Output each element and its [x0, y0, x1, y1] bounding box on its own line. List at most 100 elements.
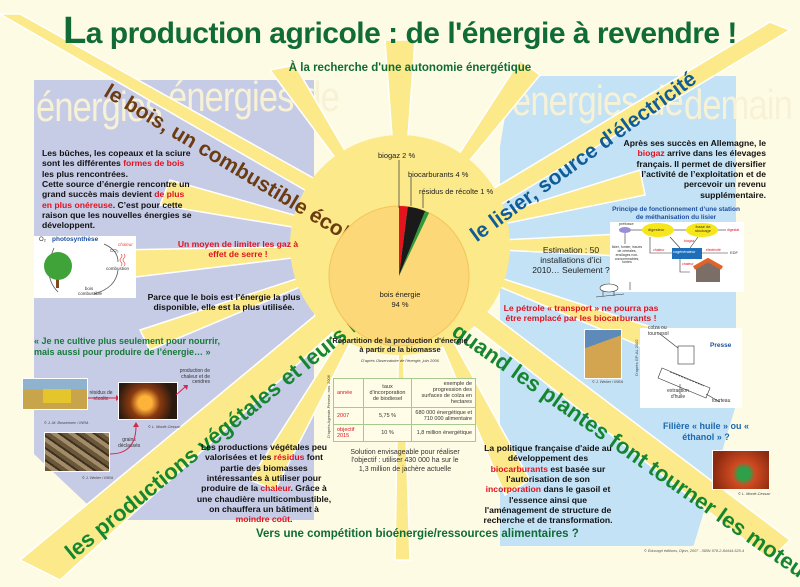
bois-combustible-label: bois combustible — [78, 286, 103, 296]
table-row: 2007 5,75 % 680 000 énergétique et 710 0… — [333, 407, 476, 425]
footer-question: Vers une compétition bioénergie/ressourc… — [256, 528, 579, 540]
plantes-text-d: incorporation — [485, 484, 542, 495]
bois-text-1c: les plus rencontrées. — [42, 168, 128, 179]
credit-fuel-pump: © L. Monié-Cessac — [738, 492, 771, 496]
digestat-label: digestat — [727, 228, 740, 232]
bois-text-1b: formes de bois — [123, 158, 185, 169]
pie-label-biocarburants: biocarburants 4 % — [408, 170, 469, 179]
table-cell: 2007 — [333, 407, 364, 425]
page-subtitle: À la recherche d'une autonomie énergétiq… — [288, 62, 532, 74]
residus-recolte-label: résidus de récolte — [89, 390, 113, 402]
biocarburants-policy-paragraph: La politique française d'aide au dévelop… — [482, 443, 614, 526]
prod-text-a: Les productions végétales peu valorisées… — [200, 442, 328, 463]
prod-text-b: résidus — [273, 452, 305, 463]
plantes-text-a: La politique française d'aide au dévelop… — [484, 443, 612, 464]
table-header-annee: année — [333, 378, 364, 408]
table-cell: objectif 2015 — [333, 424, 364, 442]
bois-text-2c: . C’est pour cette raison que les nouvel… — [42, 199, 192, 231]
lisier-text-a: Après ses succès en Allemagne, le — [623, 138, 766, 148]
grains-photo — [44, 432, 110, 472]
grain-flow-photo — [584, 329, 622, 379]
gaz-effet-serre-note: Un moyen de limiter les gaz à effet de s… — [177, 239, 299, 260]
pie-label-bois: bois énergie — [379, 290, 421, 299]
pie-slice-residus — [399, 211, 430, 276]
credit-boiler: © L. Monié-Cessac — [148, 425, 181, 429]
right-panel-background — [500, 76, 736, 546]
table-cell: 1,8 million énergétique — [411, 424, 476, 442]
biogaz-label: biogaz — [684, 239, 695, 243]
edf-label: EDF — [730, 250, 738, 255]
o2-label: O₂ — [39, 237, 46, 243]
grains-declasses-label: grains déclassés — [118, 437, 141, 449]
chaleur-label: chaleur — [118, 242, 133, 247]
lisier-text-b: biogaz — [637, 148, 665, 159]
lisier-text-c: arrive dans les élevages français. Il pe… — [636, 148, 766, 200]
methanisation-arrows — [619, 223, 728, 290]
production-chaleur-label: production de chaleur et de cendres — [179, 368, 210, 385]
boiler-fire-photo — [118, 382, 178, 420]
bois-text-2b: de plus en plus onéreuse — [42, 189, 185, 210]
chaleur-label-2: chaleur — [682, 262, 694, 266]
biodiesel-table: année taux d'incorporation de biodiesel … — [333, 378, 476, 442]
pie-chart-source: D'après Observatoire de l'énergie, juin … — [361, 358, 439, 363]
table-header-taux: taux d'incorporation de biodiesel — [363, 378, 412, 408]
productions-paragraph: Les productions végétales peu valorisées… — [194, 442, 334, 525]
prod-text-f: moindre coût — [235, 514, 291, 525]
press-illustration — [657, 333, 721, 403]
fosse-stockage-label: fosse de stockage — [694, 224, 711, 233]
combine-harvester-photo — [22, 378, 88, 410]
photosynthese-label: photosynthèse — [52, 236, 99, 243]
credit-grain-flow: © J. Weber / INRA — [592, 380, 624, 384]
farmer-quote: « Je ne cultive plus seulement pour nour… — [34, 336, 221, 358]
bois-text-1a: Les bûches, les copeaux et la sciure son… — [42, 148, 191, 169]
fuel-pump-photo — [712, 450, 770, 490]
prod-text-c: font partie des biomasses intéressantes … — [201, 452, 323, 494]
prod-text-e: . Grâce à une chaudière multicombustible… — [196, 483, 332, 514]
estimation-note: Estimation : 50 installations d’ici 2010… — [532, 245, 610, 275]
extraction-label: extraction d'huile — [667, 388, 689, 400]
disponibilite-note: Parce que le bois est l’énergie la plus … — [147, 292, 301, 313]
lisier-paragraph: Après ses succès en Allemagne, le biogaz… — [620, 138, 766, 200]
jachere-solution-note: Solution envisageable pour réaliser l'ob… — [350, 449, 460, 473]
methanisation-diagram: préfosse digesteur fosse de stockage dig… — [610, 222, 744, 292]
presse-title: Presse — [710, 342, 732, 349]
chaleur-label-1: chaleur — [653, 248, 665, 252]
carbon-cycle-diagram: O₂ photosynthèse CO₂ chaleur combustion … — [34, 236, 136, 298]
press-diagram: colza ou tournesol Presse extraction d'h… — [640, 325, 742, 408]
page-title: La production agricole : de l'énergie à … — [0, 10, 800, 53]
plantes-text-b: biocarburants — [490, 463, 548, 474]
cow-illustration — [595, 282, 625, 298]
pie-chart-title: Répartition de la production d'énergie à… — [332, 336, 468, 354]
pie-label-bois-pct: 94 % — [391, 300, 409, 309]
table-row: objectif 2015 10 % 1,8 million énergétiq… — [333, 424, 476, 442]
prod-text-g: . — [290, 514, 293, 525]
arrow-grains — [110, 422, 139, 455]
digesteur-label: digesteur — [648, 227, 665, 232]
arrow-production — [176, 385, 188, 396]
table-header-surfaces: exemple de progression des surfaces de c… — [411, 378, 476, 408]
cow-icon — [595, 283, 625, 298]
electricite-label: électricité — [706, 248, 721, 252]
petrole-note: Le pétrole « transport » ne pourra pas ê… — [503, 303, 659, 324]
credit-harvester: © J.-M. Bossennec / INRA — [44, 421, 89, 425]
press-credit-wrap: D'après GP-AL 2002 — [634, 336, 640, 376]
carbon-cycle-arrows — [44, 243, 126, 295]
title-rest: a production agricole : de l'énergie à r… — [85, 17, 738, 50]
press-credit: D'après GP-AL 2002 — [634, 339, 639, 376]
table-header-row: année taux d'incorporation de biodiesel … — [333, 378, 476, 408]
title-first-letter: L — [63, 10, 86, 52]
filiere-question: Filière « huile » ou « éthanol » ? — [662, 421, 750, 443]
tourteau-label: tourteau — [712, 398, 731, 404]
table-cell: 680 000 énergétique et 710 000 alimentai… — [411, 407, 476, 425]
pie-label-residus: résidus de récolte 1 % — [419, 187, 494, 196]
plantes-text-c: est basée sur l'autorisation de son — [506, 463, 606, 484]
table-cell: 5,75 % — [363, 407, 412, 425]
prod-text-d: chaleur — [260, 483, 291, 494]
table-side-credit: D'après Agreste-Primeur, nov. 2006 — [326, 375, 331, 438]
combustion-label: combustion — [106, 266, 130, 271]
copyright-notice: © Éducagri éditions, Dijon, 2007 - ISBN … — [644, 549, 745, 553]
table-cell: 10 % — [363, 424, 412, 442]
pie-slice-biogaz — [399, 206, 408, 276]
prefosse-label: préfosse — [619, 222, 634, 226]
